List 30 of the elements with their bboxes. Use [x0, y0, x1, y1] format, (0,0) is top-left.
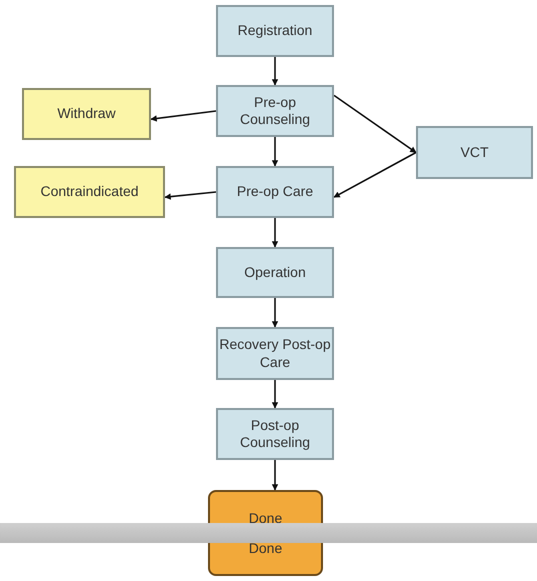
node-label: Pre-op Counseling: [238, 94, 312, 128]
arrow: [272, 460, 278, 491]
node-label: Registration: [238, 22, 312, 40]
process-box: [216, 327, 334, 380]
arrow: [150, 110, 216, 122]
arrow: [272, 298, 278, 328]
arrow: [164, 191, 216, 200]
process-box: [216, 85, 334, 137]
arrow: [272, 380, 278, 409]
node-label: Post-op Counseling: [238, 416, 312, 452]
process-box: [416, 126, 533, 179]
node-label: Done: [248, 540, 282, 558]
arrow: [334, 94, 417, 154]
arrow: [272, 218, 278, 248]
arrow: [333, 152, 416, 198]
node-label: Done: [248, 510, 282, 528]
node-label: Pre-op Care: [236, 183, 314, 201]
arrow: [272, 57, 278, 86]
node-label: Recovery Post-op Care: [218, 336, 332, 371]
node-label: VCT: [460, 144, 488, 162]
node-label: Withdraw: [57, 105, 116, 123]
node-label: Contraindicated: [40, 183, 139, 201]
process-box: [216, 166, 334, 218]
node-label: Operation: [244, 264, 306, 282]
arrow: [272, 137, 278, 167]
process-box: [14, 166, 165, 218]
process-box: [22, 88, 151, 140]
process-box: [216, 247, 334, 298]
process-box: [216, 408, 334, 460]
process-box: [216, 5, 334, 57]
